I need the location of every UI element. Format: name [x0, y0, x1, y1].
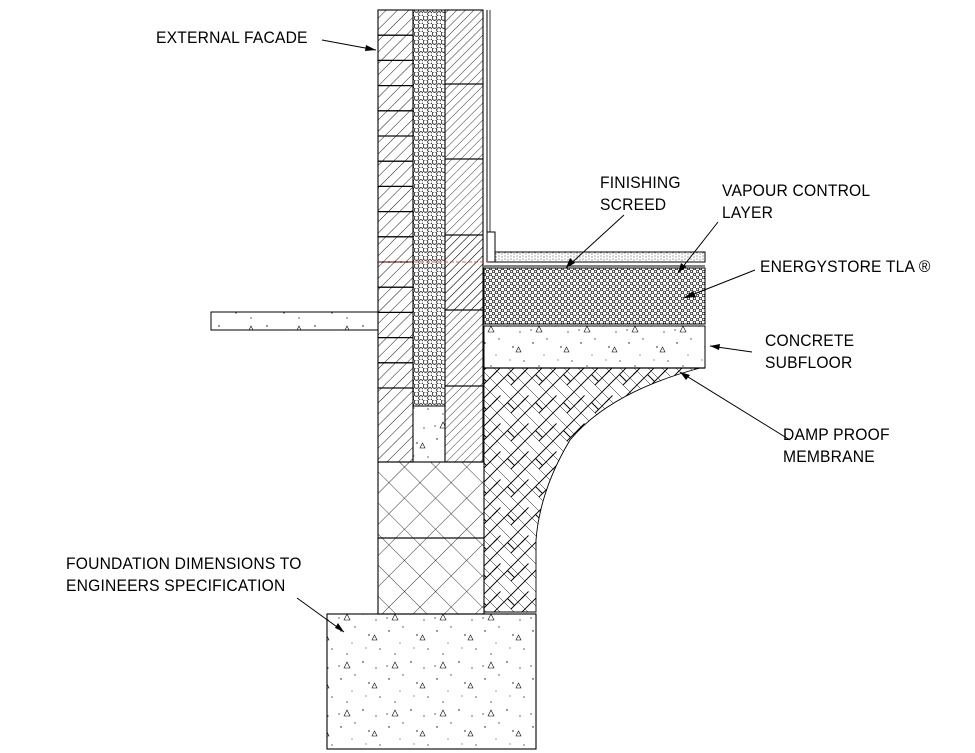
- outer-brick: [377, 135, 414, 162]
- outer-brick: [377, 59, 414, 87]
- inner-block-2: [444, 83, 484, 160]
- outer-brick: [377, 261, 414, 288]
- inner-block-5: [444, 385, 484, 463]
- label-foundation: FOUNDATION DIMENSIONS TO ENGINEERS SPECI…: [66, 554, 302, 595]
- substructure-block-lower: [377, 537, 485, 615]
- outer-brick: [377, 236, 414, 263]
- substructure-block-upper: [377, 461, 485, 539]
- outer-brick: [377, 311, 414, 339]
- finishing-screed: [494, 251, 706, 263]
- concrete-foundation: [326, 613, 537, 750]
- thermal-block-dense: [445, 235, 483, 310]
- outer-brick: [377, 34, 414, 61]
- label-finishing-screed: FINISHING SCREED: [600, 173, 681, 214]
- label-vapour-control-layer: VAPOUR CONTROL LAYER: [722, 181, 871, 222]
- outer-brick: [377, 286, 414, 313]
- outer-brick: [377, 185, 414, 213]
- hardcore-fill: [483, 367, 701, 613]
- label-damp-proof-membrane: DAMP PROOF MEMBRANE: [783, 425, 890, 466]
- inner-block-1: [444, 9, 484, 85]
- outer-brick: [377, 337, 414, 364]
- insulation-beads: [483, 267, 706, 325]
- label-energystore: ENERGYSTORE TLA ®: [760, 257, 931, 276]
- label-concrete-subfloor: CONCRETE SUBFLOOR: [765, 331, 855, 372]
- leader-arrowheads: [335, 45, 720, 632]
- outer-brick: [377, 211, 414, 238]
- outer-brick: [377, 85, 414, 112]
- outer-brick-leaf: [377, 9, 414, 389]
- inner-block-3: [444, 158, 484, 236]
- cavity-fill-concrete: [412, 405, 446, 463]
- outer-brick: [377, 110, 414, 137]
- inner-block-4: [444, 309, 484, 387]
- outer-brick: [377, 9, 414, 36]
- label-external-facade: EXTERNAL FACADE: [156, 28, 308, 47]
- concrete-subfloor: [483, 325, 706, 369]
- outer-leaf-lower-brick: [377, 387, 414, 463]
- cavity-insulation: [412, 9, 446, 407]
- outer-brick: [377, 160, 414, 187]
- external-ground-slab: [210, 311, 379, 331]
- outer-brick: [377, 362, 414, 389]
